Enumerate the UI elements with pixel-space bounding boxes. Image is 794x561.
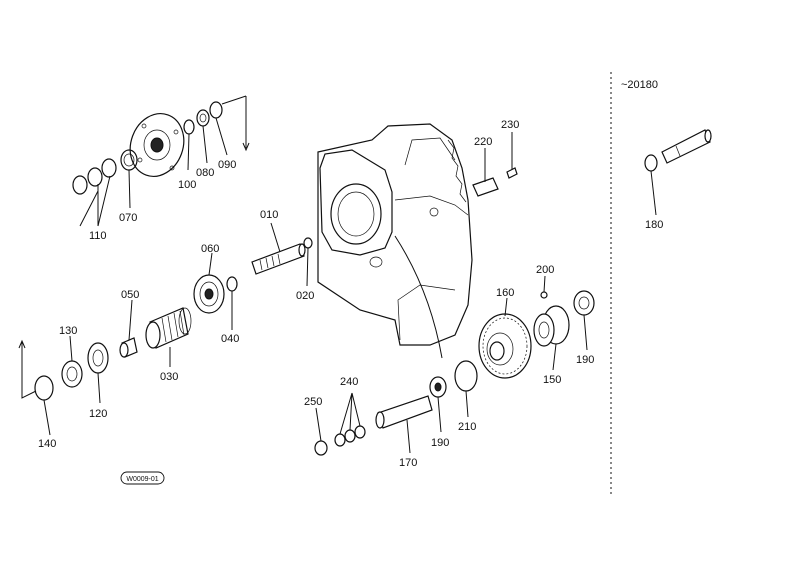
direction-arrow-upper <box>221 95 250 152</box>
range-note: ~20180 <box>621 79 658 91</box>
callout-020: 020 <box>296 290 314 302</box>
collar-040 <box>226 276 238 292</box>
shaft-010 <box>251 243 306 275</box>
pin-200 <box>540 291 548 299</box>
seal-ring-070 <box>120 149 138 171</box>
callout-160: 160 <box>496 287 514 299</box>
callout-190-left: 190 <box>431 437 449 449</box>
washer-set-110 <box>72 158 117 195</box>
callout-230: 230 <box>501 119 519 131</box>
callout-010: 010 <box>260 209 278 221</box>
callout-090: 090 <box>218 159 236 171</box>
callout-050: 050 <box>121 289 139 301</box>
gear-160 <box>478 313 532 379</box>
bearing-190-right <box>573 290 595 316</box>
callout-030: 030 <box>160 371 178 383</box>
callout-220: 220 <box>474 136 492 148</box>
callout-180: 180 <box>645 219 663 231</box>
callout-100: 100 <box>178 179 196 191</box>
snap-ring-210 <box>454 360 478 392</box>
callout-110: 110 <box>89 230 107 242</box>
callout-120: 120 <box>89 408 107 420</box>
seal-080 <box>196 109 210 127</box>
bearing-190-left <box>429 376 447 398</box>
pin-180 <box>644 129 712 172</box>
callout-200: 200 <box>536 264 554 276</box>
gear-sleeve-030 <box>145 307 192 349</box>
callout-140: 140 <box>38 438 56 450</box>
callout-150: 150 <box>543 374 561 386</box>
direction-arrow-lower <box>18 339 37 399</box>
o-ring-100 <box>183 119 195 135</box>
collar-050 <box>119 337 138 358</box>
snap-ring-140 <box>34 375 54 401</box>
transmission-housing <box>317 123 473 346</box>
callout-210: 210 <box>458 421 476 433</box>
drawing-stamp: W0009-01 <box>120 471 165 485</box>
callout-250: 250 <box>304 396 322 408</box>
bearing-120 <box>87 342 109 374</box>
callout-040: 040 <box>221 333 239 345</box>
pin-020 <box>303 237 313 249</box>
callout-170: 170 <box>399 457 417 469</box>
callout-080: 080 <box>196 167 214 179</box>
callout-070: 070 <box>119 212 137 224</box>
callout-labels: 010 020 030 040 050 060 070 080 090 100 … <box>38 79 663 469</box>
bearing-130 <box>61 360 83 388</box>
callout-060: 060 <box>201 243 219 255</box>
bearing-060 <box>193 274 225 314</box>
washer-090 <box>209 101 223 119</box>
callout-130: 130 <box>59 325 77 337</box>
plate-220 <box>472 177 499 197</box>
callout-190-right: 190 <box>576 354 594 366</box>
callout-240: 240 <box>340 376 358 388</box>
shaft-170 <box>375 395 433 429</box>
drawing-stamp-text: W0009-01 <box>126 476 158 483</box>
leader-lines <box>43 117 657 454</box>
shift-cable <box>394 235 443 359</box>
cover-plate <box>129 113 185 177</box>
gear-hub-150 <box>533 305 570 347</box>
cap-250 <box>314 440 328 456</box>
